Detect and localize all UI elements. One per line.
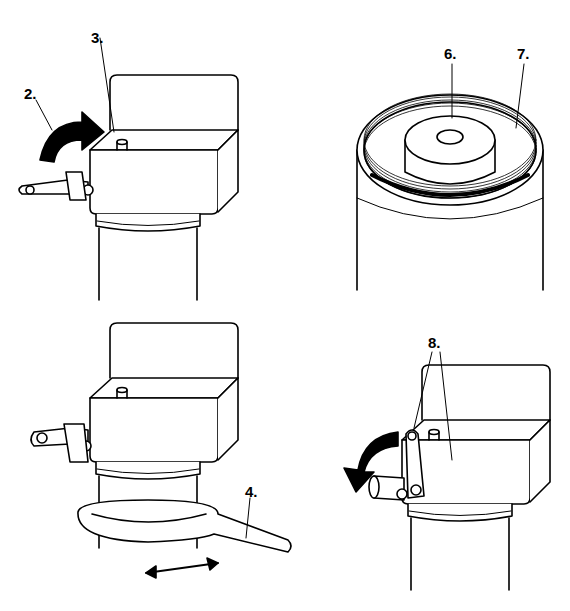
rotation-arrow	[40, 112, 104, 162]
callout-number: 8.	[428, 335, 441, 350]
callout-number: 2.	[24, 86, 37, 101]
callout-number: 6.	[444, 46, 457, 61]
callout-number: 4.	[245, 484, 258, 499]
open-housing	[357, 94, 543, 290]
callout-number: 7.	[517, 46, 530, 61]
spanner-wrench	[78, 500, 291, 552]
callout-number: 3.	[91, 30, 104, 45]
valve-lever-closed	[31, 424, 91, 462]
valve-lever	[19, 172, 93, 200]
rotation-arrow	[344, 432, 398, 492]
